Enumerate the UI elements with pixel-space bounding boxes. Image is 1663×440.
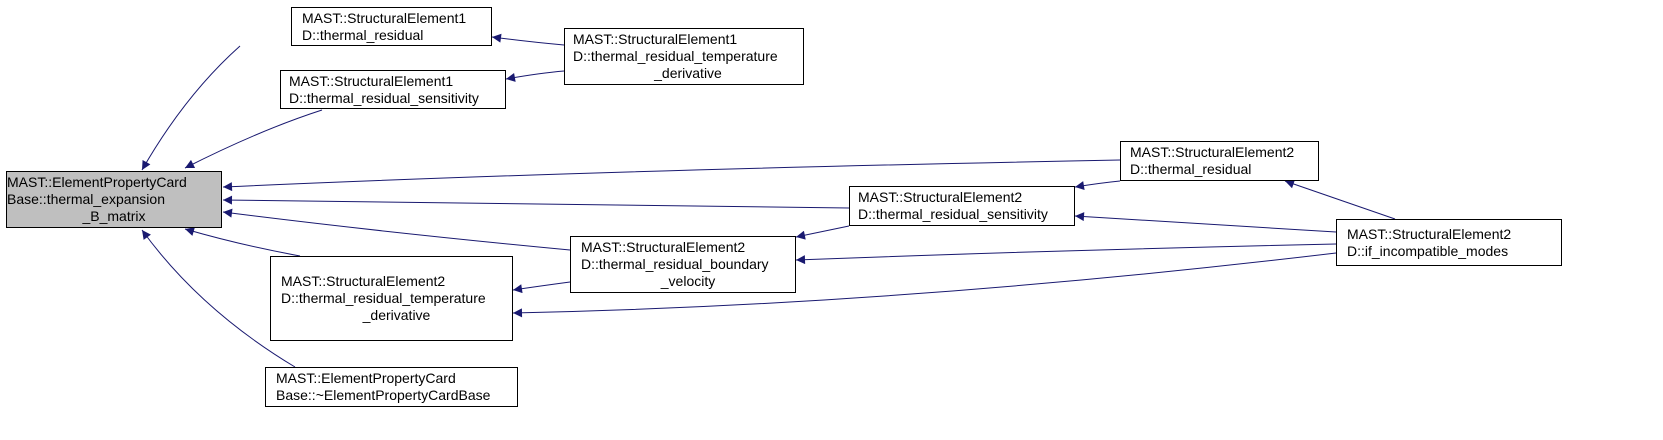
node-structural-element-2d-thermal-residual-sensitivity[interactable]: MAST::StructuralElement2 D::thermal_resi…: [849, 186, 1075, 226]
edge-se2d-thermal-residual-sensitivity-to-se2d-thermal-residual-boundary-velocity: [795, 225, 850, 240]
edge-se2d-thermal-residual-sensitivity-to-se2d-thermal-residual: [1074, 180, 1121, 191]
node-structural-element-2d-thermal-residual-temperature-derivative[interactable]: MAST::StructuralElement2 D::thermal_resi…: [270, 256, 513, 341]
edge-se1d-thermal-residual-sensitivity-to-root: [184, 109, 323, 169]
edge-se2d-thermal-residual-sensitivity-to-root: [222, 195, 850, 209]
edge-se2d-thermal-residual-temperature-derivative-to-root: [184, 227, 301, 257]
node-structural-element-1d-thermal-residual-sensitivity[interactable]: MAST::StructuralElement1 D::thermal_resi…: [280, 70, 506, 109]
edge-se2d-if-incompatible-modes-to-se2d-thermal-residual-temperature-derivative: [512, 252, 1337, 318]
edge-se1d-thermal-residual-temperature-derivative-to-se1d-thermal-residual-sensitivity: [505, 70, 565, 82]
edge-epcb-destructor-to-root: [141, 229, 296, 368]
node-structural-element-2d-thermal-residual[interactable]: MAST::StructuralElement2 D::thermal_resi…: [1120, 141, 1319, 181]
edge-se2d-thermal-residual-boundary-velocity-to-se2d-thermal-residual-temperature-derivative: [512, 281, 571, 294]
edge-se2d-if-incompatible-modes-to-se2d-thermal-residual-boundary-velocity: [795, 243, 1337, 265]
edge-se1d-thermal-residual-temperature-derivative-to-se1d-thermal-residual: [491, 33, 565, 46]
edge-se2d-if-incompatible-modes-to-se2d-thermal-residual-sensitivity: [1074, 212, 1337, 233]
node-structural-element-2d-if-incompatible-modes[interactable]: MAST::StructuralElement2 D::if_incompati…: [1336, 219, 1562, 266]
edge-se2d-thermal-residual-boundary-velocity-to-root: [222, 208, 571, 251]
node-element-property-card-base-destructor[interactable]: MAST::ElementPropertyCard Base::~Element…: [265, 367, 518, 407]
node-structural-element-2d-thermal-residual-boundary-velocity[interactable]: MAST::StructuralElement2 D::thermal_resi…: [570, 236, 796, 293]
edge-se2d-thermal-residual-to-root: [222, 159, 1121, 192]
edge-se1d-thermal-residual-to-root: [141, 45, 241, 171]
node-structural-element-1d-thermal-residual[interactable]: MAST::StructuralElement1 D::thermal_resi…: [291, 7, 492, 46]
node-structural-element-1d-thermal-residual-temperature-derivative[interactable]: MAST::StructuralElement1 D::thermal_resi…: [564, 28, 804, 85]
node-element-property-card-base-thermal-expansion-b-matrix: MAST::ElementPropertyCard Base::thermal_…: [6, 171, 222, 228]
edge-se2d-if-incompatible-modes-to-se2d-thermal-residual: [1284, 179, 1396, 220]
